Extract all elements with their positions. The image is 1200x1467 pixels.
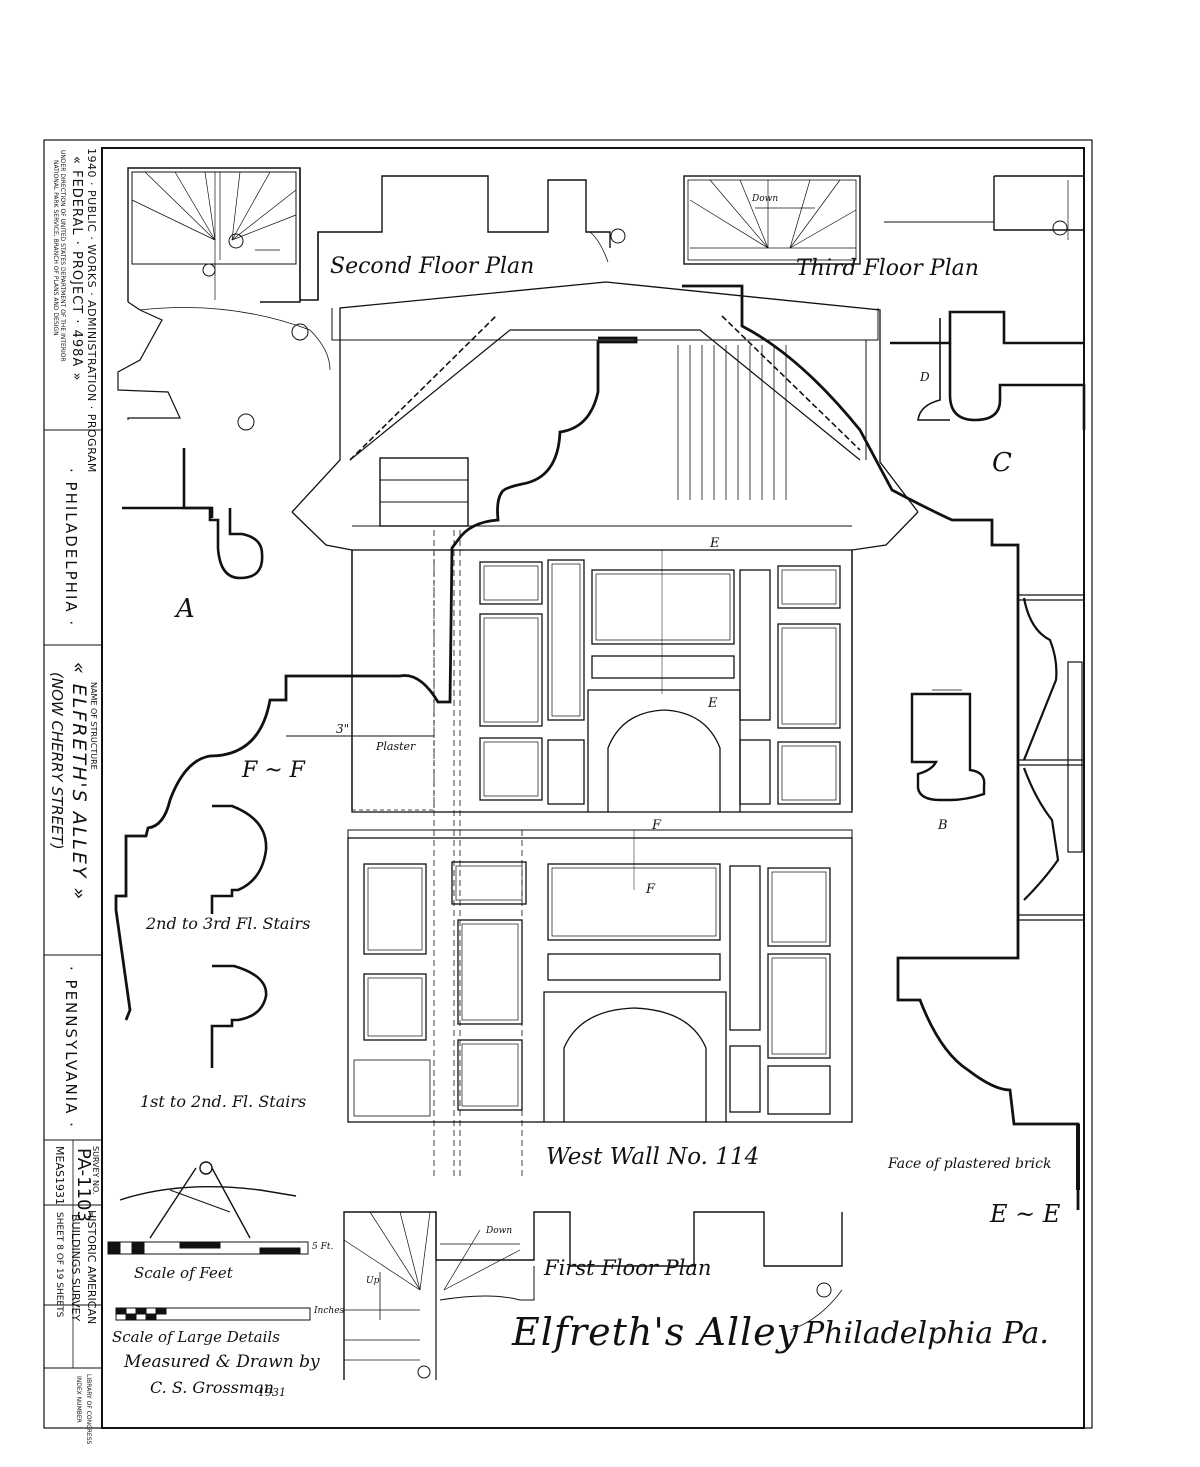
section-a-label: A [176, 594, 195, 624]
structure-subname: (NOW CHERRY STREET) [48, 672, 66, 850]
down-label-third: Down [752, 194, 779, 204]
sheet-border [43, 139, 1093, 1429]
state-label: · PENNSYLVANIA · [62, 966, 80, 1129]
stair-profile-1-2 [210, 964, 268, 1068]
plaster-label: Plaster [376, 740, 416, 753]
section-c-label: C [992, 448, 1012, 478]
down-label-first: Down [486, 1226, 513, 1236]
molding-profile-a [122, 448, 264, 580]
dimension-label: 3" [336, 722, 350, 736]
program-line-4: NATIONAL PARK SERVICE, BRANCH OF PLANS A… [52, 160, 59, 336]
up-label-first: Up [366, 1276, 380, 1286]
program-line-2: « FEDERAL · PROJECT · 498A » [69, 156, 84, 382]
scale-feet-unit: 5 Ft. [312, 1242, 334, 1252]
right-wall-breaks [1018, 594, 1084, 921]
scale-large-details-label: Scale of Large Details [112, 1328, 280, 1346]
loc-line-2: INDEX NUMBER [75, 1376, 82, 1423]
second-floor-plan [117, 167, 626, 431]
face-of-brick-label: Face of plastered brick [888, 1156, 1052, 1172]
third-floor-plan [683, 175, 1085, 265]
drafter-name: C. S. Grossman [150, 1378, 274, 1397]
molding-profile-b [910, 689, 986, 802]
lower-wall-elevation [347, 829, 853, 1123]
loc-line-1: LIBRARY OF CONGRESS [85, 1374, 92, 1445]
stairs-1-2-label: 1st to 2nd. Fl. Stairs [140, 1092, 307, 1111]
plaster-panel [286, 530, 523, 1180]
scale-inch-unit: Inches [314, 1306, 345, 1316]
scale-of-feet [107, 1241, 309, 1255]
main-title: Elfreth's Alley [512, 1310, 800, 1354]
section-e-mark-lower: E [708, 696, 718, 711]
section-f-f-label: F ~ F [242, 758, 305, 783]
third-floor-plan-label: Third Floor Plan [796, 256, 979, 281]
first-floor-plan [343, 1211, 843, 1380]
program-line-3: UNDER DIRECTION OF UNITED STATES DEPARTM… [59, 150, 66, 362]
main-city: Philadelphia Pa. [804, 1316, 1049, 1351]
scale-of-large-details [115, 1307, 311, 1321]
sheet-number: SHEET 8 OF 19 SHEETS [54, 1212, 64, 1318]
molding-profile-c [890, 310, 1086, 430]
section-b-label: B [938, 818, 948, 833]
measured-by-label: Measured & Drawn by [124, 1352, 320, 1372]
second-floor-plan-label: Second Floor Plan [330, 254, 535, 279]
scale-of-feet-label: Scale of Feet [134, 1264, 233, 1282]
molding-profile-e-e [114, 284, 1080, 1210]
structure-name: « ELFRETH'S ALLEY » [68, 662, 90, 902]
habs-line-2: BUILDINGS SURVEY [69, 1214, 82, 1322]
west-wall-label: West Wall No. 114 [546, 1144, 760, 1170]
drawing-year: 1931 [258, 1386, 286, 1399]
stairs-2-3-label: 2nd to 3rd Fl. Stairs [146, 914, 311, 933]
structure-caption: NAME OF STRUCTURE [89, 682, 98, 770]
habs-line-1: HISTORIC AMERICAN [85, 1210, 98, 1325]
upper-wall-elevation [351, 549, 853, 813]
section-e-mark-upper: E [710, 536, 720, 551]
section-d-label: D [920, 370, 930, 384]
dividers-illustration [119, 1161, 297, 1239]
city-label: · PHILADELPHIA · [62, 468, 80, 628]
section-f-mark-lower: F [646, 882, 656, 897]
stair-profile-2-3 [210, 804, 268, 914]
first-floor-plan-label: First Floor Plan [544, 1256, 712, 1280]
program-line-1: 1940 · PUBLIC · WORKS · ADMINISTRATION ·… [85, 148, 98, 473]
attic-section [291, 281, 919, 810]
section-f-mark-upper: F [652, 818, 662, 833]
meas-number: MEAS1931 [53, 1146, 66, 1205]
section-e-e-label: E ~ E [990, 1200, 1061, 1228]
